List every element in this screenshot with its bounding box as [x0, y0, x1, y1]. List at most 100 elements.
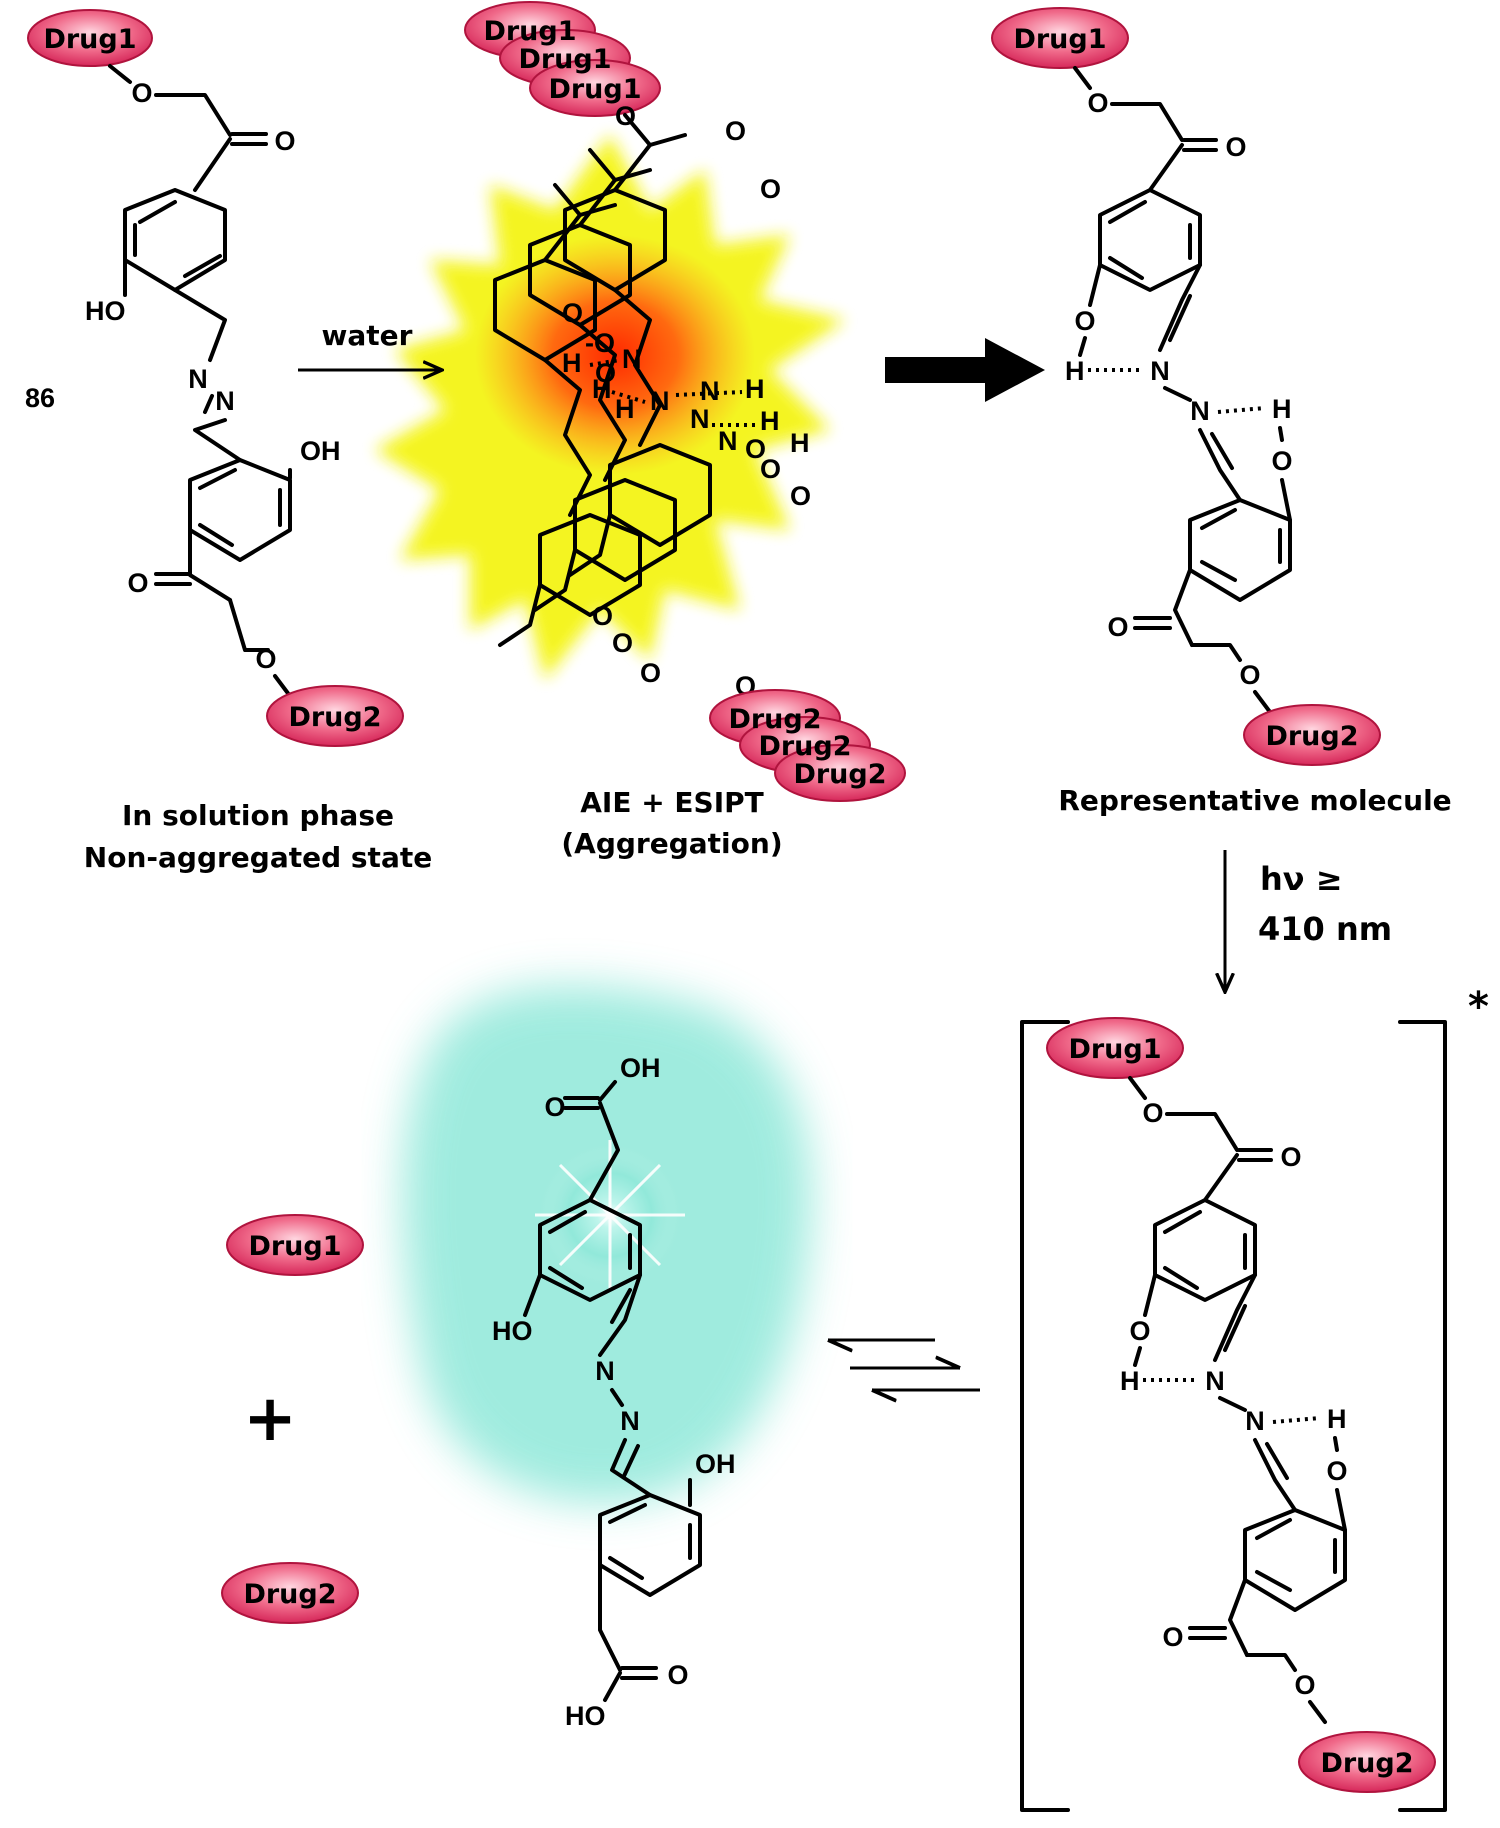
atom-h: H: [1120, 1366, 1140, 1396]
representative-molecule: Drug1 O O O H N N H O O: [991, 7, 1381, 766]
atom-o: O: [612, 628, 633, 658]
atom-o: O: [760, 454, 781, 484]
drug1-label: Drug1: [518, 44, 611, 75]
atom-o: O: [1074, 306, 1095, 336]
compound-86: Drug1 O O HO N N OH O O: [27, 9, 404, 747]
caption-left-line2: Non-aggregated state: [84, 841, 432, 874]
atom-o: O: [1225, 132, 1246, 162]
atom-ho: HO: [565, 1701, 606, 1731]
irradiation-line2: 410 nm: [1258, 910, 1392, 948]
atom-o: O: [562, 298, 583, 328]
irradiation-arrow: hν ≥ 410 nm: [1225, 850, 1392, 990]
atom-o: O: [1294, 1670, 1315, 1700]
atom-o: O: [615, 101, 636, 131]
atom-n: N: [650, 386, 670, 416]
plus-sign: +: [243, 1382, 297, 1456]
atom-h: H: [562, 348, 582, 378]
drug1-label: Drug1: [43, 24, 136, 55]
atom-o: O: [1129, 1316, 1150, 1346]
atom-o: O: [667, 1660, 688, 1690]
atom-o: O: [127, 568, 148, 598]
atom-o: -O: [585, 328, 615, 358]
aggregate-stack: Drug1 Drug1 Drug1: [464, 1, 906, 802]
reagent-label: water: [322, 319, 413, 352]
caption-middle-line2: (Aggregation): [561, 827, 782, 860]
atom-o: O: [592, 601, 613, 631]
atom-o: O: [1162, 1622, 1183, 1652]
drug2-label: Drug2: [728, 704, 821, 735]
caption-representative: Representative molecule: [1058, 784, 1451, 817]
excited-state: * Drug1 O O O H N N H: [1020, 984, 1489, 1812]
compound-number: 86: [25, 383, 55, 413]
atom-oh: OH: [695, 1449, 736, 1479]
atom-n: N: [188, 364, 208, 394]
atom-h: H: [1065, 356, 1085, 386]
atom-o: O: [1142, 1098, 1163, 1128]
drug1-label: Drug1: [248, 1231, 341, 1262]
atom-n: N: [690, 404, 710, 434]
atom-oh: OH: [300, 436, 341, 466]
atom-n: N: [215, 386, 235, 416]
irradiation-line1: hν ≥: [1260, 860, 1343, 898]
atom-o: O: [131, 78, 152, 108]
atom-o: O: [760, 174, 781, 204]
atom-h: H: [592, 374, 612, 404]
atom-n: N: [718, 426, 738, 456]
water-arrow: water: [298, 319, 440, 370]
atom-ho: HO: [492, 1316, 533, 1346]
caption-middle-line1: AIE + ESIPT: [580, 786, 764, 819]
atom-o: O: [595, 358, 616, 388]
atom-o: O: [725, 116, 746, 146]
atom-h: H: [760, 406, 780, 436]
bold-arrow: [885, 338, 1045, 402]
atom-h: H: [615, 394, 635, 424]
drug2-label: Drug2: [1320, 1748, 1413, 1779]
released-drugs: Drug1 + Drug2: [221, 1214, 364, 1624]
atom-o: O: [1239, 660, 1260, 690]
atom-n: N: [700, 376, 720, 406]
atom-o: O: [790, 481, 811, 511]
drug1-stack: Drug1 Drug1 Drug1: [464, 1, 661, 117]
drug2-label: Drug2: [793, 759, 886, 790]
atom-o: O: [1107, 612, 1128, 642]
atom-o: O: [640, 658, 661, 688]
drug2-tag: [266, 685, 404, 747]
stacked-skeletons: [493, 113, 712, 647]
atom-n: N: [1190, 396, 1210, 426]
atom-n: N: [1150, 356, 1170, 386]
atom-h: H: [745, 374, 765, 404]
atom-h: H: [790, 428, 810, 458]
atom-o: O: [1271, 446, 1292, 476]
fluorescence-glow: [402, 985, 812, 1503]
drug2-label: Drug2: [243, 1579, 336, 1610]
atom-oh: OH: [620, 1053, 661, 1083]
drug1-label: Drug1: [1013, 24, 1106, 55]
atom-ho: HO: [85, 296, 126, 326]
photoproduct-diacid: OH O HO N N OH O HO: [492, 1053, 736, 1731]
caption-left-line1: In solution phase: [122, 799, 394, 832]
atom-h: H: [1327, 1404, 1347, 1434]
atom-n: N: [620, 1406, 640, 1436]
atom-n: N: [622, 344, 642, 374]
drug1-label: Drug1: [548, 74, 641, 105]
aggregate-atoms: O O O O -O H O H N H N N H N H N O H O O…: [562, 101, 811, 701]
atom-o: O: [1280, 1142, 1301, 1172]
atom-h: H: [1272, 394, 1292, 424]
drug1-tag: [27, 9, 153, 67]
atom-n: N: [1205, 1366, 1225, 1396]
excited-mark: *: [1468, 984, 1489, 1030]
atom-o: O: [1087, 88, 1108, 118]
drug2-stack: Drug2 Drug2 Drug2: [709, 689, 906, 802]
atom-o: O: [274, 126, 295, 156]
atom-o: O: [745, 434, 766, 464]
drug1-label: Drug1: [1068, 1034, 1161, 1065]
atom-o: O: [255, 644, 276, 674]
atom-n: N: [595, 1356, 615, 1386]
drug2-label: Drug2: [288, 702, 381, 733]
drug2-label: Drug2: [1265, 721, 1358, 752]
atom-o: O: [1326, 1456, 1347, 1486]
atom-o: O: [544, 1092, 565, 1122]
drug1-label: Drug1: [483, 16, 576, 47]
